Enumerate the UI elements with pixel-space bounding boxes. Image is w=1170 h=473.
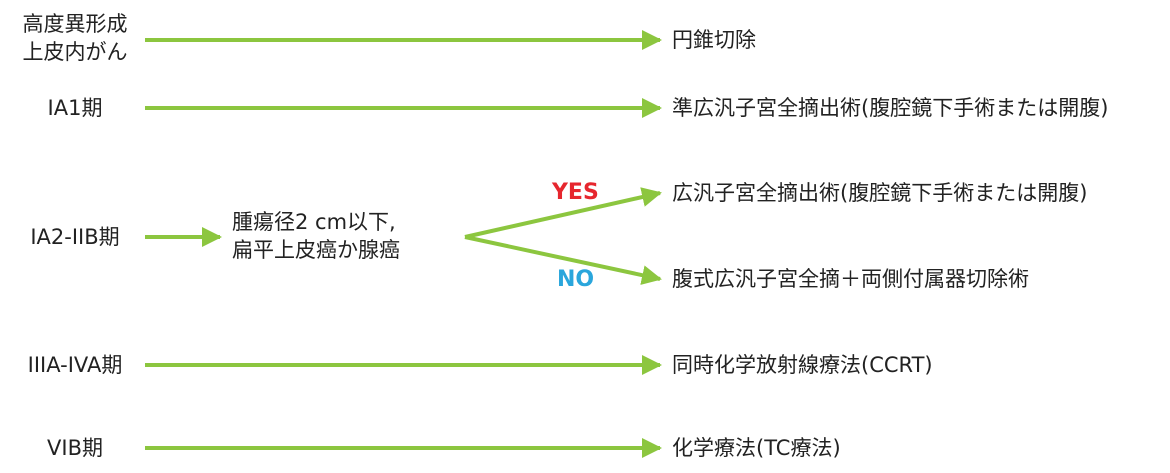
yes-treatment-label: 広汎子宮全摘出術(腹腔鏡下手術または開腹) xyxy=(672,181,1088,205)
arrow-yes-branch xyxy=(464,187,662,239)
no-treatment-label: 腹式広汎子宮全摘＋両側付属器切除術 xyxy=(672,267,1029,291)
treatment-label-row4: 同時化学放射線療法(CCRT) xyxy=(672,353,933,377)
treatment-label-row1: 円錐切除 xyxy=(672,28,756,52)
stage-label-row2: IA1期 xyxy=(47,96,103,120)
stage-label-row1: 高度異形成 上皮内がん xyxy=(22,12,128,64)
stage-label-row5: VIB期 xyxy=(47,436,103,460)
yes-label: YES xyxy=(552,180,599,205)
no-label: NO xyxy=(557,267,595,292)
treatment-label-row2: 準広汎子宮全摘出術(腹腔鏡下手術または開腹) xyxy=(672,96,1109,120)
arrow-no-branch xyxy=(464,235,662,285)
stage-label-row4: IIIA-IVA期 xyxy=(27,353,123,377)
treatment-label-row5: 化学療法(TC療法) xyxy=(672,436,841,460)
condition-label: 腫瘍径2 cm以下, 扁平上皮癌か腺癌 xyxy=(232,210,400,262)
stage-label-row3: IA2-IIB期 xyxy=(30,225,120,249)
